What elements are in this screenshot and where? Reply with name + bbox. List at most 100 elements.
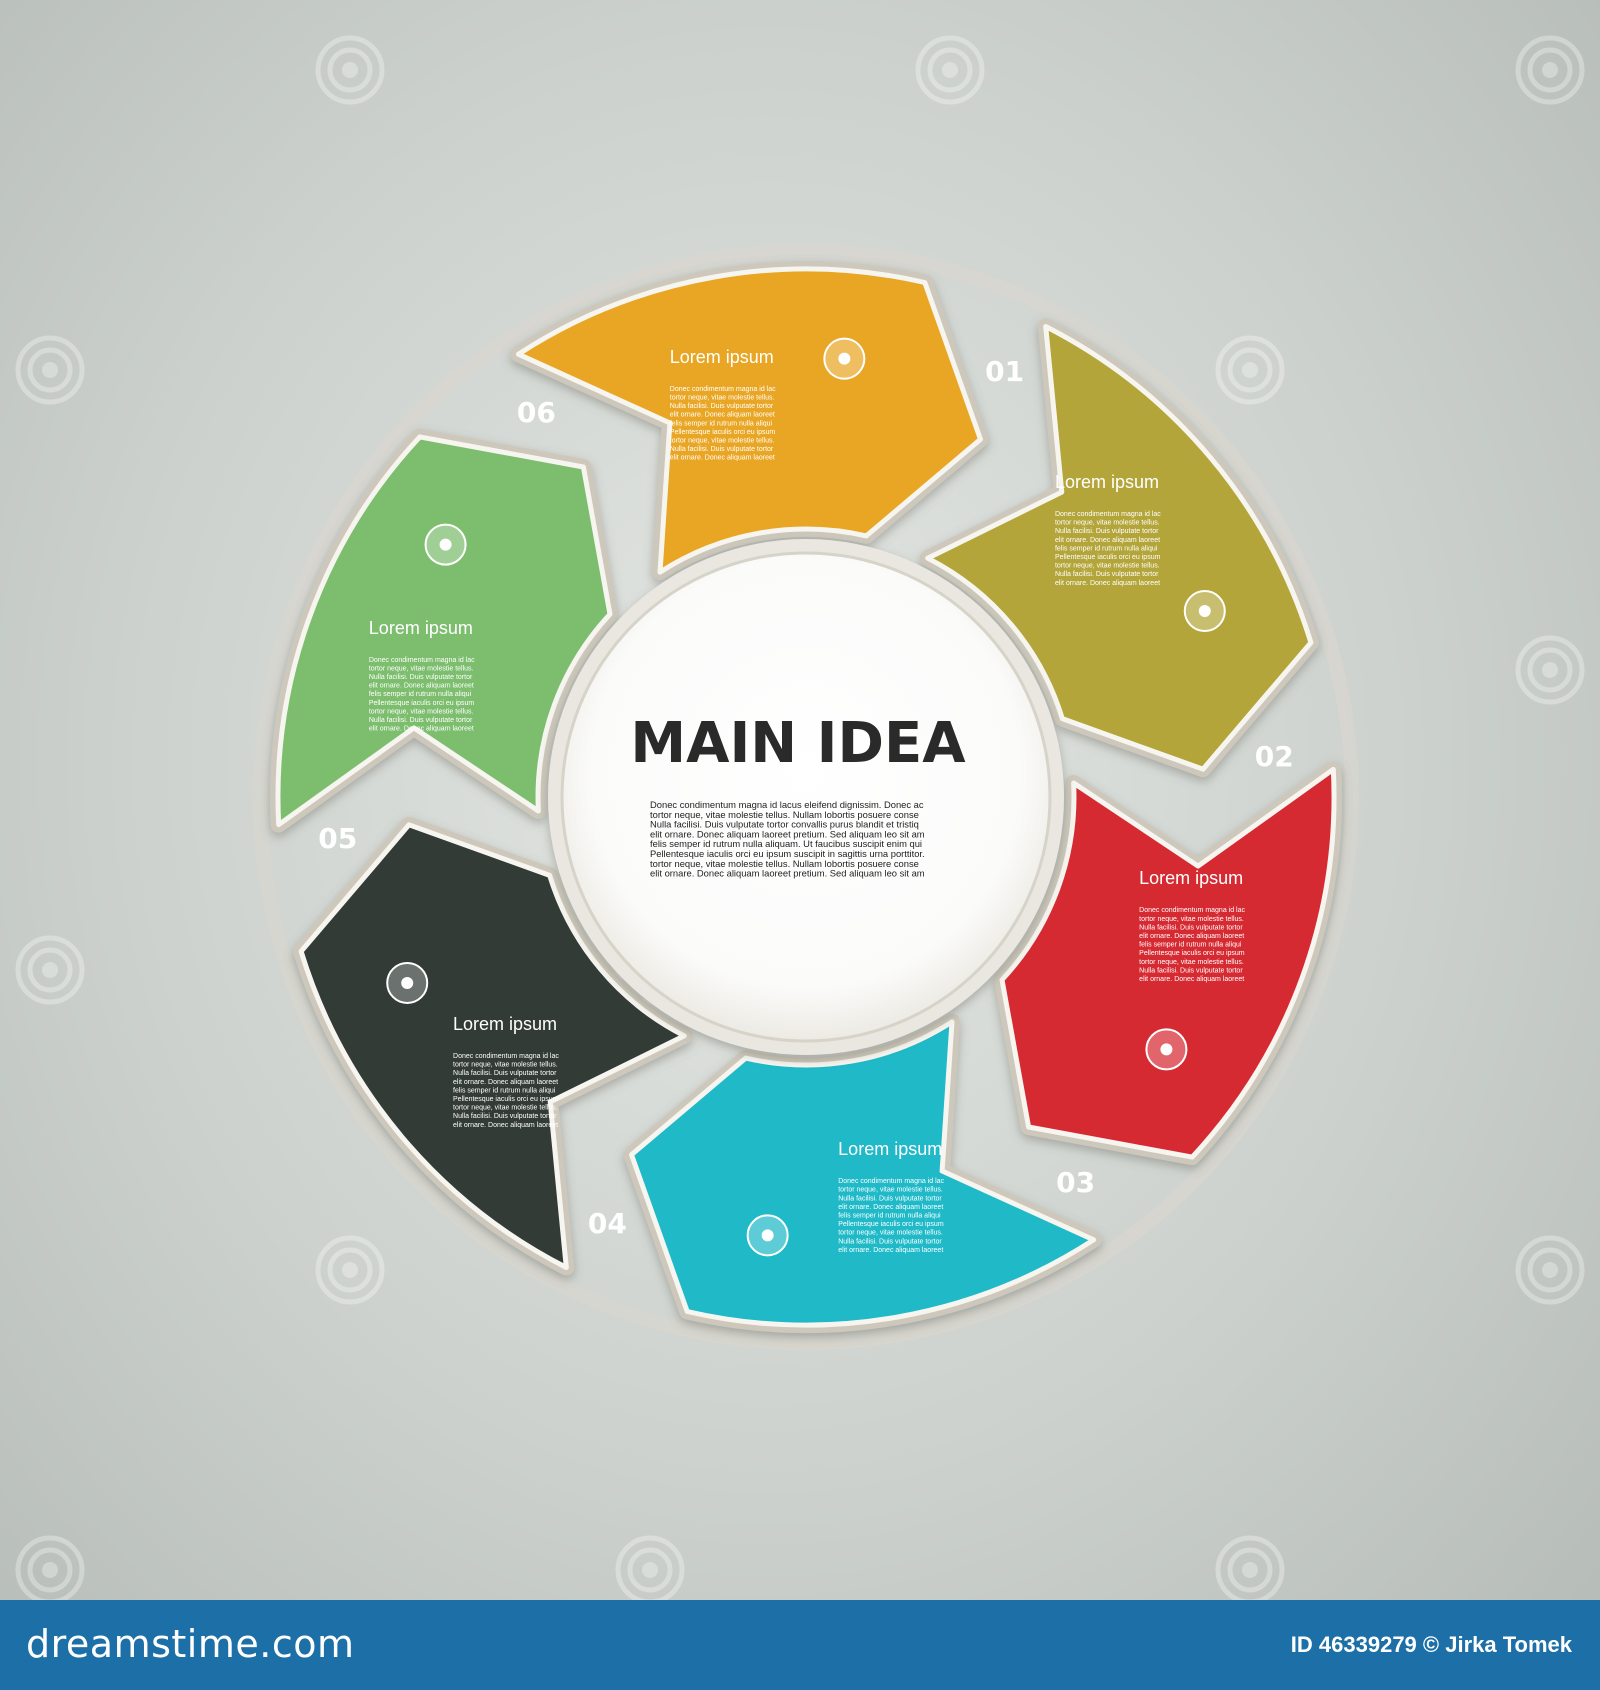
segment-body-line: elit ornare. Donec aliquam laoreet	[453, 1122, 558, 1129]
segment-03	[623, 1013, 1102, 1333]
outer-ring	[253, 244, 1359, 1350]
segment-body-line: elit ornare. Donec aliquam laoreet	[1055, 580, 1160, 587]
segment-04	[293, 816, 693, 1276]
segments-layer	[270, 261, 1342, 1333]
segment-body-line: tortor neque, vitae molestie tellus.	[369, 708, 474, 715]
segment-body-line: Pellentesque iaculis orci eu ipsum	[1055, 554, 1161, 561]
watermark-spiral-icon	[315, 1235, 385, 1305]
segment-body-line: tortor neque, vitae molestie tellus.	[1139, 959, 1244, 966]
main-idea-body-line: elit ornare. Donec aliquam laoreet preti…	[650, 828, 925, 839]
footer-credit: ID 46339279 © Jirka Tomek	[1290, 1632, 1572, 1657]
main-idea-body-line: elit ornare. Donec aliquam laoreet preti…	[650, 868, 925, 879]
main-idea-body-line: Donec condimentum magna id lacus eleifen…	[650, 799, 924, 810]
segment-body-line: tortor neque, vitae molestie tellus.	[838, 1230, 943, 1237]
segment-body-line: Nulla facilisi. Duis vulputate tortor	[670, 403, 774, 410]
watermark-spiral-icon	[1515, 35, 1585, 105]
segment-number: 01	[985, 355, 1024, 388]
segment-body-line: Donec condimentum magna id lac	[1055, 511, 1161, 518]
segment-body-line: Pellentesque iaculis orci eu ipsum	[1139, 950, 1245, 957]
cycle-diagram: MAIN IDEA Donec condimentum magna id lac…	[15, 35, 1585, 1600]
segment-body-line: felis semper id rutrum nulla aliqui	[1139, 942, 1242, 949]
segment-body-line: tortor neque, vitae molestie tellus.	[670, 394, 775, 401]
watermark-spiral-icon	[15, 335, 85, 405]
segment-body-line: Nulla facilisi. Duis vulputate tortor	[1139, 967, 1243, 974]
segment-title: Lorem ipsum	[1055, 472, 1159, 492]
watermark-spiral-icon	[1515, 635, 1585, 705]
segment-body-line: Nulla facilisi. Duis vulputate tortor	[1139, 924, 1243, 931]
segment-body-line: felis semper id rutrum nulla aliqui	[369, 691, 472, 698]
segment-body-line: Donec condimentum magna id lac	[838, 1178, 944, 1185]
segment-body-line: Nulla facilisi. Duis vulputate tortor	[369, 717, 473, 724]
main-idea-body-line: tortor neque, vitae molestie tellus. Nul…	[650, 809, 919, 820]
segment-body-line: elit ornare. Donec aliquam laoreet	[1139, 933, 1244, 940]
segment-body-line: Nulla facilisi. Duis vulputate tortor	[670, 446, 774, 453]
watermark-spiral-icon	[315, 35, 385, 105]
main-idea-body-line: tortor neque, vitae molestie tellus. Nul…	[650, 858, 919, 869]
segment-body-line: Pellentesque iaculis orci eu ipsum	[453, 1096, 559, 1103]
segment-body-line: Pellentesque iaculis orci eu ipsum	[369, 700, 475, 707]
segment-number: 04	[588, 1207, 627, 1240]
segment-body-line: elit ornare. Donec aliquam laoreet	[369, 726, 474, 733]
main-idea-body-line: Pellentesque iaculis orci eu ipsum susci…	[650, 848, 925, 859]
segment-title: Lorem ipsum	[670, 347, 774, 367]
segment-body-line: Nulla facilisi. Duis vulputate tortor	[838, 1195, 942, 1202]
segment-body-line: felis semper id rutrum nulla aliqui	[1055, 545, 1158, 552]
main-idea-title: MAIN IDEA	[630, 711, 966, 776]
segment-body-line: elit ornare. Donec aliquam laoreet	[670, 412, 775, 419]
segment-body-line: tortor neque, vitae molestie tellus.	[1055, 563, 1160, 570]
watermark-spiral-icon	[15, 1535, 85, 1600]
segment-body-line: elit ornare. Donec aliquam laoreet	[838, 1247, 943, 1254]
cloud-icon	[424, 523, 467, 566]
segment-body-line: elit ornare. Donec aliquam laoreet	[838, 1204, 943, 1211]
segment-body-line: Pellentesque iaculis orci eu ipsum	[670, 429, 776, 436]
segment-body-line: elit ornare. Donec aliquam laoreet	[369, 683, 474, 690]
footer-bar: dreamstime.com ID 46339279 © Jirka Tomek	[0, 1600, 1600, 1690]
segment-body-line: tortor neque, vitae molestie tellus.	[453, 1105, 558, 1112]
antenna-icon	[386, 961, 429, 1004]
segment-body-line: Nulla facilisi. Duis vulputate tortor	[453, 1070, 557, 1077]
segment-body-line: Nulla facilisi. Duis vulputate tortor	[1055, 571, 1159, 578]
segment-06	[510, 261, 989, 581]
watermark-spiral-icon	[15, 935, 85, 1005]
segment-body-line: Donec condimentum magna id lac	[369, 657, 475, 664]
segment-body-line: elit ornare. Donec aliquam laoreet	[1139, 976, 1244, 983]
main-idea-circle	[548, 539, 1064, 1055]
segment-number: 06	[517, 396, 556, 429]
segment-number: 02	[1255, 740, 1294, 773]
segment-05	[270, 428, 618, 833]
segment-title: Lorem ipsum	[838, 1139, 942, 1159]
sun-cloud-icon	[1183, 590, 1226, 633]
segment-title: Lorem ipsum	[369, 618, 473, 638]
main-idea-body: Donec condimentum magna id lacus eleifen…	[650, 799, 925, 879]
main-idea-body-line: felis semper id rutrum nulla aliquam. Ut…	[650, 838, 922, 849]
segment-body-line: tortor neque, vitae molestie tellus.	[838, 1187, 943, 1194]
segment-body-line: Donec condimentum magna id lac	[670, 386, 776, 393]
watermark-spiral-icon	[1515, 1235, 1585, 1305]
segment-body-line: Nulla facilisi. Duis vulputate tortor	[1055, 528, 1159, 535]
segment-body-line: elit ornare. Donec aliquam laoreet	[453, 1079, 558, 1086]
segment-body-line: tortor neque, vitae molestie tellus.	[1055, 520, 1160, 527]
segment-title: Lorem ipsum	[453, 1014, 557, 1034]
music-notes-icon	[1145, 1028, 1188, 1071]
segment-number: 03	[1056, 1166, 1095, 1199]
segment-title: Lorem ipsum	[1139, 868, 1243, 888]
segment-body-line: elit ornare. Donec aliquam laoreet	[670, 455, 775, 462]
segment-body-line: Nulla facilisi. Duis vulputate tortor	[369, 674, 473, 681]
watermark-spiral-icon	[1215, 1535, 1285, 1600]
segment-body-line: felis semper id rutrum nulla aliqui	[838, 1213, 941, 1220]
segment-body-line: felis semper id rutrum nulla aliqui	[453, 1087, 556, 1094]
footer-brand: dreamstime.com	[26, 1622, 355, 1666]
segment-body-line: Donec condimentum magna id lac	[453, 1053, 559, 1060]
segment-body-line: tortor neque, vitae molestie tellus.	[453, 1062, 558, 1069]
segment-body-line: Pellentesque iaculis orci eu ipsum	[838, 1221, 944, 1228]
segment-body-line: tortor neque, vitae molestie tellus.	[670, 437, 775, 444]
main-idea-body-line: Nulla facilisi. Duis vulputate tortor co…	[650, 819, 919, 830]
watermark-spiral-icon	[615, 1535, 685, 1600]
home-icon	[746, 1214, 789, 1257]
